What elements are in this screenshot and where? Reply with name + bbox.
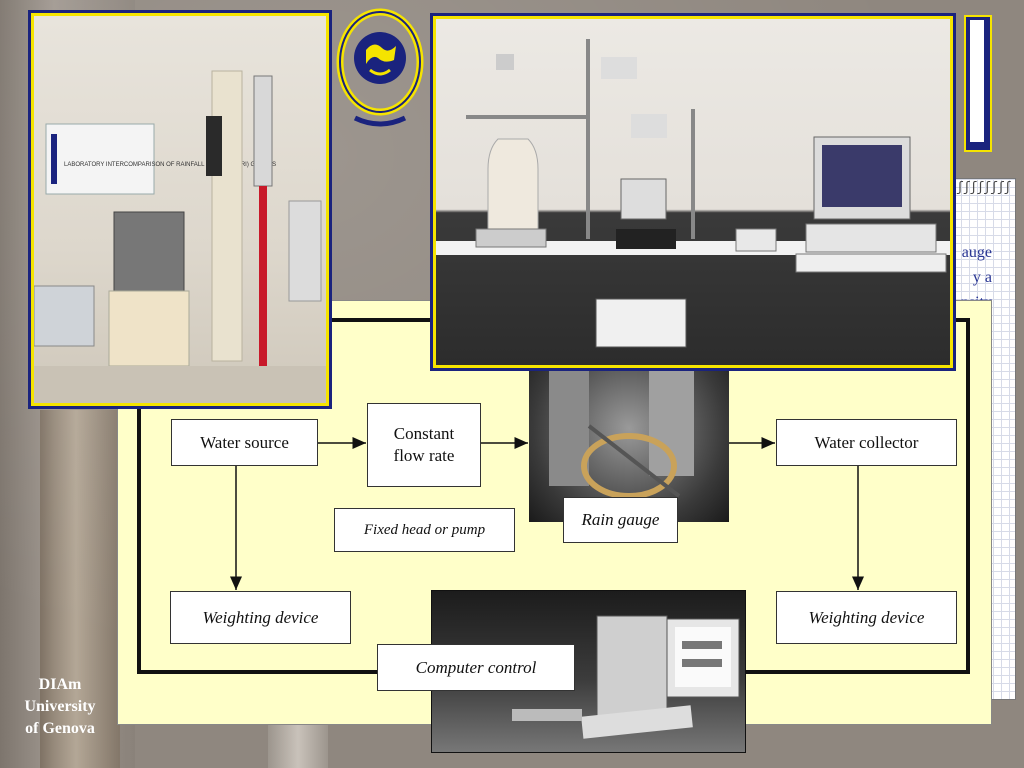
laboratory-photo: LABORATORY INTERCOMPARISON OF RAINFALL I… xyxy=(28,10,332,409)
wmo-emblem-icon xyxy=(336,8,424,127)
constant-flow-rate-box: Constant flow rate xyxy=(367,403,481,487)
footer-line: University xyxy=(24,698,96,715)
computer-control-box: Computer control xyxy=(377,644,575,691)
weighting-device-left-box: Weighting device xyxy=(170,591,351,644)
background-pillar xyxy=(268,720,328,768)
weighting-device-right-box: Weighting device xyxy=(776,591,957,644)
footer-affiliation: DIAm University of Genova xyxy=(4,674,116,740)
notepad-fragment: auge xyxy=(961,244,992,261)
fixed-head-or-pump-box: Fixed head or pump xyxy=(334,508,515,552)
notepad-fragment: y a xyxy=(972,269,992,286)
blue-tab-inner xyxy=(970,20,984,142)
rain-gauge-label: Rain gauge xyxy=(563,497,678,543)
background-cylinder xyxy=(40,410,120,768)
footer-line: DIAm xyxy=(38,676,82,693)
test-bench-photo xyxy=(430,13,956,371)
water-collector-box: Water collector xyxy=(776,419,957,466)
notepad-rings: ʃʃʃʃʃʃʃʃ xyxy=(956,180,1012,195)
footer-line: of Genova xyxy=(25,720,95,737)
rain-gauge-photo xyxy=(529,366,729,522)
lab-poster-text: LABORATORY INTERCOMPARISON OF RAINFALL I… xyxy=(64,162,276,168)
water-source-box: Water source xyxy=(171,419,318,466)
